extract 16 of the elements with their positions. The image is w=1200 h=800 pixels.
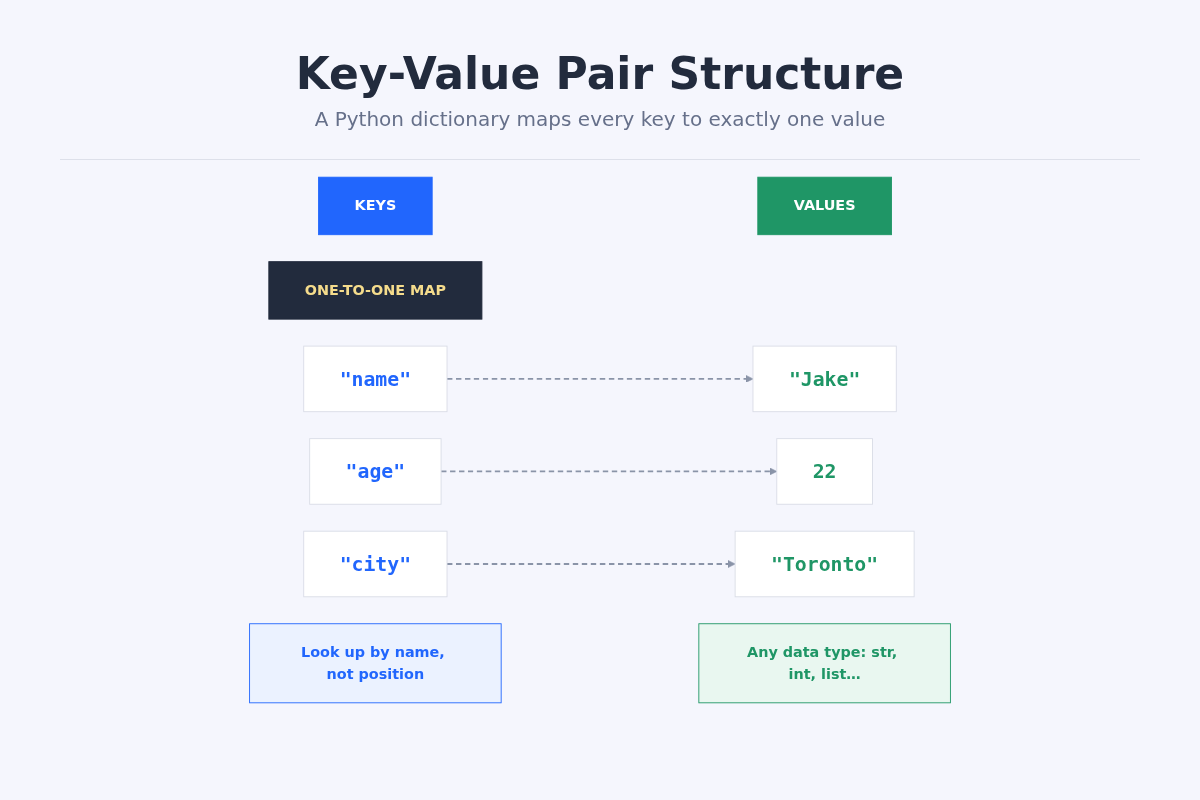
node-box: ONE-TO-ONE MAP: [268, 261, 483, 320]
node-box: "Jake": [752, 345, 897, 413]
title: Key-Value Pair Structure: [294, 48, 906, 99]
arrow: [446, 560, 736, 568]
node-box: Any data type: str, int, list…: [698, 623, 951, 704]
node-box: "Toronto": [734, 530, 915, 598]
node-box: "name": [303, 345, 448, 413]
arrow: [446, 374, 754, 383]
node-box: Look up by name, not position: [249, 623, 502, 704]
arrow: [440, 467, 778, 476]
node-box: KEYS: [318, 176, 433, 236]
node-box: 22: [776, 438, 873, 505]
node-box: "city": [303, 530, 448, 598]
subtitle: A Python dictionary maps every key to exactly one value: [313, 107, 887, 131]
node-box: "age": [309, 438, 442, 505]
node-box: VALUES: [757, 176, 892, 236]
